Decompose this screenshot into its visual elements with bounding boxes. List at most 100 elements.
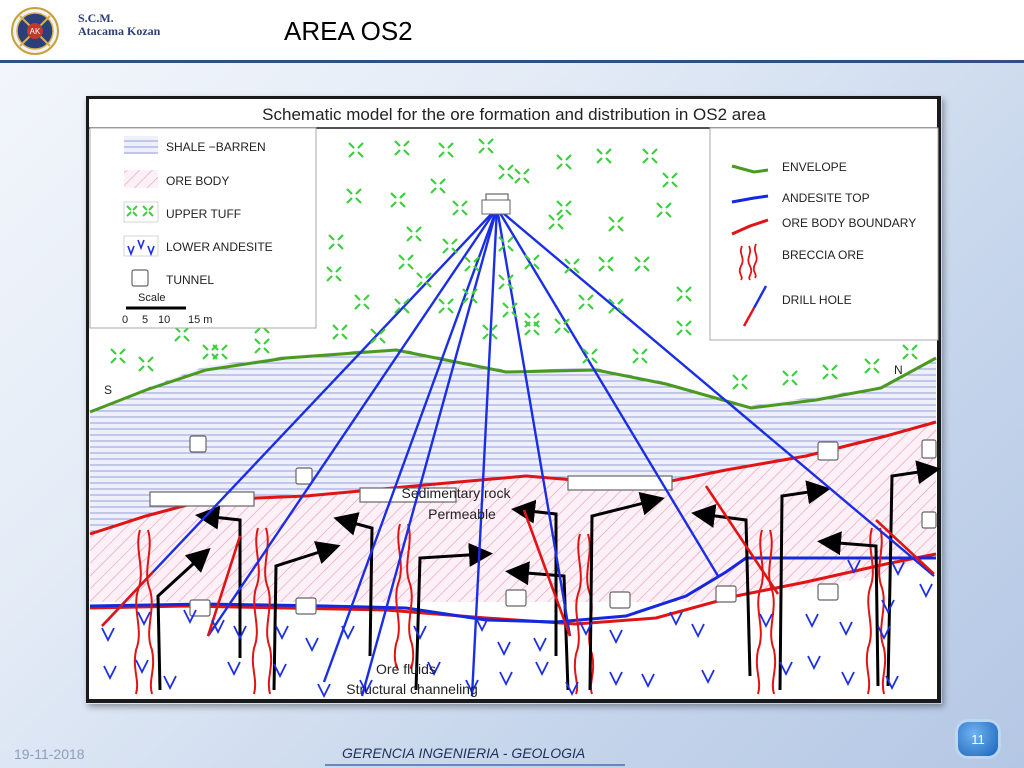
tunnel <box>921 439 937 459</box>
andesite-glyph <box>147 245 155 257</box>
tuff-symbol <box>354 294 370 310</box>
legend-line-drill-red <box>742 307 756 327</box>
andesite-symbol <box>465 679 479 695</box>
legend-label-tuff: UPPER TUFF <box>166 207 241 221</box>
footer-date: 19-11-2018 <box>14 746 85 762</box>
page-number-badge: 11 <box>958 722 998 756</box>
fluid-arrow <box>195 505 242 658</box>
breccia-ore-column <box>146 529 155 695</box>
tuff-symbol <box>174 326 190 342</box>
tuff-symbol <box>430 178 446 194</box>
legend-label-andesite-top: ANDESITE TOP <box>782 191 870 205</box>
andesite-symbol <box>475 617 489 633</box>
andesite-symbol <box>317 683 331 699</box>
andesite-layer <box>90 602 936 698</box>
tuff-symbol <box>498 274 514 290</box>
tuff-glyph <box>142 205 154 217</box>
legend-label-envelope: ENVELOPE <box>782 160 847 174</box>
breccia-glyph-stroke <box>747 245 753 281</box>
tuff-symbol <box>782 370 798 386</box>
andesite-symbol <box>535 661 549 677</box>
drill-hole-ore-segment <box>522 509 572 637</box>
legend-line-envelope <box>731 164 769 174</box>
legend-breccia-glyph <box>738 243 758 281</box>
tunnel <box>567 475 673 491</box>
fluid-arrow <box>505 561 570 691</box>
andesite-symbol <box>841 671 855 687</box>
tuff-symbol <box>662 172 678 188</box>
andesite-symbol <box>101 627 115 643</box>
breccia-ore-column <box>264 527 273 695</box>
tuff-symbol <box>442 238 458 254</box>
tuff-symbol <box>732 374 748 390</box>
tuff-symbol <box>110 348 126 364</box>
scale-tick-5: 5 <box>142 314 148 326</box>
label-ore-fluids: Ore fluids <box>376 661 436 677</box>
drill-hole-ore-segment <box>704 485 780 595</box>
andesite-symbol <box>497 641 511 657</box>
fluid-arrow <box>886 460 941 687</box>
legend-swatch-shale <box>124 136 158 154</box>
label-sedimentary-rock: Sedimentary rock <box>402 485 512 501</box>
andesite-symbol <box>779 661 793 677</box>
tuff-glyph <box>126 205 138 217</box>
breccia-ore-column <box>573 533 582 695</box>
andesite-symbol <box>499 671 513 687</box>
breccia-glyph-stroke <box>738 245 744 281</box>
envelope-line <box>89 348 937 414</box>
ore-boundary-lower <box>89 552 937 626</box>
andesite-glyph <box>137 239 145 251</box>
tuff-symbol <box>502 302 518 318</box>
andesite-symbol <box>183 609 197 625</box>
andesite-symbol <box>881 599 895 615</box>
tuff-symbol <box>406 226 422 242</box>
breccia-ore-column <box>768 529 777 695</box>
tunnel <box>817 583 839 601</box>
tunnel <box>189 435 207 453</box>
tuff-symbol <box>634 256 650 272</box>
breccia-glyph-stroke <box>752 243 758 279</box>
andesite-symbol <box>891 561 905 577</box>
andesite-symbol <box>609 671 623 687</box>
andesite-symbol <box>565 681 579 697</box>
tuff-symbol <box>864 358 880 374</box>
breccia-ore-column <box>251 527 260 695</box>
fluid-arrow <box>414 542 493 691</box>
drill-hole-ore-segment <box>101 571 154 627</box>
tuff-symbol <box>438 142 454 158</box>
tuff-symbol <box>598 256 614 272</box>
tunnel <box>359 487 457 503</box>
label-north: N <box>894 363 903 377</box>
drill-hole-ore-segment <box>875 519 935 575</box>
footer-underline <box>325 764 625 766</box>
tuff-symbol <box>632 348 648 364</box>
tuff-symbol <box>554 318 570 334</box>
legend-tuff-glyphs <box>126 205 154 217</box>
drill-hole <box>495 207 720 577</box>
tuff-symbol <box>582 348 598 364</box>
legend-line-drill-blue <box>752 285 768 309</box>
ore-formation-diagram: Schematic model for the ore formation an… <box>86 96 941 703</box>
fluid-arrow-group <box>156 460 941 691</box>
tuff-symbol <box>556 200 572 216</box>
legend-label-andesite: LOWER ANDESITE <box>166 240 273 254</box>
legend-swatch-tuff <box>123 201 159 223</box>
label-structural-channeling: Structural channeling <box>346 681 478 697</box>
andesite-symbol <box>427 661 441 677</box>
tunnel <box>149 491 255 507</box>
right-legend-box <box>709 127 939 341</box>
tuff-symbol <box>482 324 498 340</box>
breccia-ore-column <box>878 527 887 695</box>
fluid-arrow <box>691 504 752 677</box>
label-south: S <box>104 383 112 397</box>
andesite-symbol <box>211 619 225 635</box>
andesite-symbol <box>135 659 149 675</box>
breccia-ore-column <box>406 523 415 669</box>
tuff-symbol <box>498 164 514 180</box>
tuff-symbol <box>596 148 612 164</box>
andesite-glyph <box>127 245 135 257</box>
tuff-symbol <box>332 324 348 340</box>
tunnel-group <box>149 193 937 617</box>
tuff-symbol <box>416 272 432 288</box>
upper-tuff-symbols <box>110 138 918 390</box>
